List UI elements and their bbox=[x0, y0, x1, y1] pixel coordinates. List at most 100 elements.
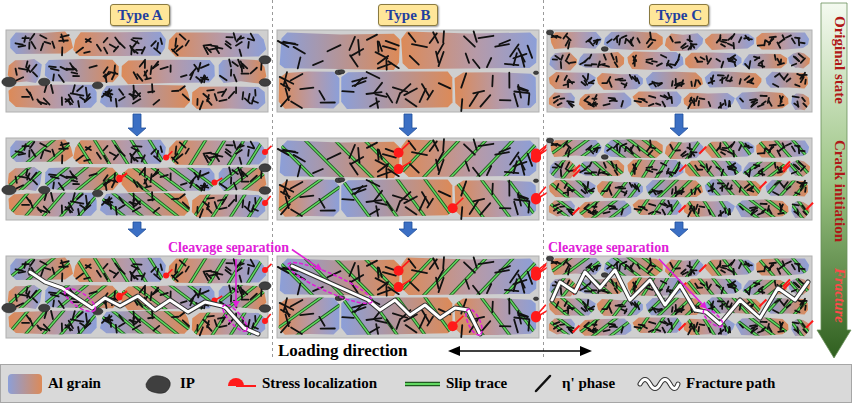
eta-phase bbox=[241, 73, 248, 75]
stress-localization bbox=[119, 292, 126, 297]
eta-phase bbox=[376, 52, 388, 58]
eta-phase bbox=[563, 260, 567, 265]
eta-phase bbox=[31, 150, 35, 157]
eta-phase bbox=[621, 262, 626, 264]
eta-phase bbox=[281, 84, 290, 89]
slip-trace-outline bbox=[712, 172, 740, 204]
slip-group bbox=[442, 163, 550, 235]
slip-group bbox=[0, 247, 88, 292]
eta-phase bbox=[294, 155, 305, 162]
eta-phase bbox=[670, 171, 675, 174]
eta-phase bbox=[298, 165, 301, 176]
eta-phase bbox=[604, 55, 606, 60]
slip-trace bbox=[679, 153, 705, 185]
eta-phase bbox=[24, 144, 25, 150]
eta-phase bbox=[136, 275, 142, 277]
eta-phase bbox=[721, 152, 725, 154]
al-grain bbox=[705, 34, 754, 51]
eta-phase bbox=[241, 299, 248, 301]
eta-phase bbox=[487, 58, 491, 67]
slip-trace bbox=[205, 183, 234, 229]
eta-phase bbox=[119, 151, 124, 156]
eta-phase bbox=[172, 90, 178, 92]
eta-phase bbox=[109, 202, 112, 209]
eta-phase bbox=[160, 67, 167, 69]
eta-phase bbox=[204, 152, 211, 155]
eta-phase bbox=[596, 40, 597, 45]
eta-phase bbox=[721, 170, 723, 176]
eta-phase bbox=[144, 62, 146, 68]
intermetallic-particle bbox=[546, 138, 553, 143]
eta-phase bbox=[622, 191, 627, 193]
eta-phase bbox=[142, 155, 145, 161]
eta-phase bbox=[114, 291, 116, 297]
eta-phase bbox=[615, 62, 618, 67]
eta-phase bbox=[798, 39, 800, 45]
eta-phase bbox=[560, 97, 564, 99]
slip-trace-outline bbox=[733, 132, 759, 165]
eta-phase bbox=[768, 98, 769, 103]
eta-phase bbox=[220, 76, 227, 81]
eta-phase bbox=[420, 197, 426, 210]
eta-phase bbox=[358, 266, 359, 281]
eta-phase bbox=[406, 207, 417, 214]
stress-localization bbox=[453, 316, 464, 326]
slip-group bbox=[537, 133, 615, 165]
eta-phase bbox=[61, 142, 63, 149]
eta-phase bbox=[232, 170, 237, 174]
eta-phase bbox=[780, 183, 784, 188]
stress-localization bbox=[783, 165, 790, 172]
eta-phase bbox=[207, 197, 214, 200]
eta-phase bbox=[648, 151, 652, 156]
stress-localization bbox=[806, 203, 813, 210]
eta-phase bbox=[321, 102, 335, 104]
eta-phase bbox=[618, 147, 621, 153]
eta-phase bbox=[24, 262, 25, 268]
eta-phase bbox=[745, 64, 749, 69]
intermetallic-particle bbox=[259, 187, 270, 195]
eta-phase bbox=[84, 278, 90, 279]
eta-phase bbox=[153, 208, 159, 213]
eta-phase bbox=[700, 205, 705, 208]
eta-phase bbox=[229, 92, 235, 98]
eta-phase bbox=[513, 54, 526, 58]
eta-phase bbox=[207, 100, 211, 105]
eta-phase bbox=[379, 268, 382, 277]
eta-phase bbox=[786, 35, 791, 37]
eta-phase bbox=[294, 47, 305, 54]
al-grain bbox=[578, 52, 624, 68]
eta-phase bbox=[248, 94, 249, 100]
slip-trace-outline bbox=[590, 250, 633, 283]
eta-phase bbox=[514, 53, 517, 65]
eta-phase bbox=[229, 200, 235, 206]
eta-phase bbox=[461, 181, 466, 195]
slip-trace-outline bbox=[792, 193, 816, 225]
eta-phase bbox=[236, 150, 242, 154]
slip-trace-outline bbox=[780, 153, 808, 185]
eta-phase bbox=[770, 39, 774, 42]
slip-group bbox=[751, 132, 814, 165]
slip-trace-outline bbox=[124, 129, 152, 175]
eta-phase bbox=[528, 320, 531, 331]
eta-phase bbox=[480, 95, 490, 106]
eta-phase bbox=[16, 295, 17, 301]
eta-phase bbox=[693, 99, 695, 106]
eta-phase bbox=[569, 103, 572, 106]
slip-trace-outline bbox=[590, 132, 633, 165]
eta-phase bbox=[19, 68, 27, 70]
slip-trace bbox=[124, 247, 152, 293]
eta-phase bbox=[585, 101, 591, 104]
eta-phase bbox=[698, 101, 700, 106]
eta-phase bbox=[508, 73, 510, 88]
eta-phase bbox=[792, 38, 795, 43]
eta-phase bbox=[51, 311, 53, 319]
eta-phase bbox=[183, 94, 189, 100]
eta-phase bbox=[374, 83, 382, 93]
eta-phase bbox=[620, 187, 625, 189]
eta-phase bbox=[350, 55, 358, 66]
eta-phase bbox=[90, 292, 97, 294]
slip-trace bbox=[568, 152, 605, 185]
eta-phase bbox=[728, 152, 733, 154]
eta-phase bbox=[232, 288, 237, 292]
eta-phase bbox=[19, 176, 27, 178]
